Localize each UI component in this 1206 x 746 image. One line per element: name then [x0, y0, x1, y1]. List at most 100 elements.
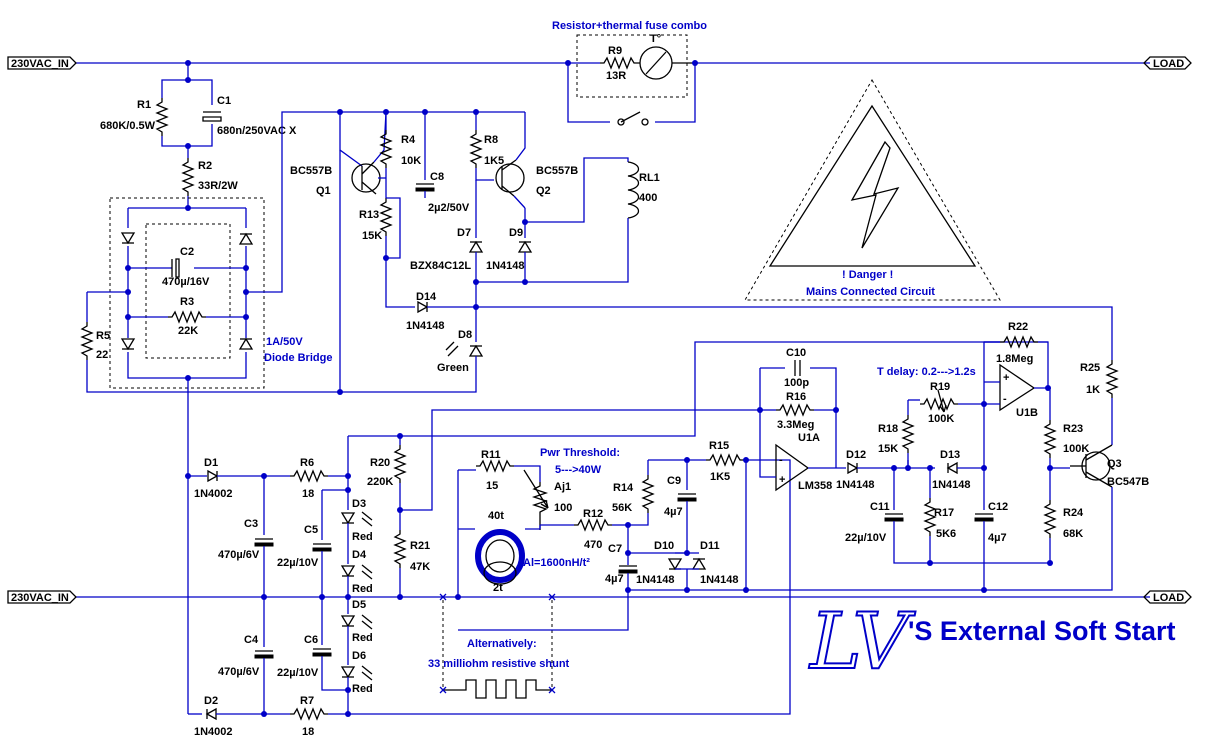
svg-text:R23: R23: [1063, 423, 1083, 435]
port-230vac-in-bottom: 230VAC_IN: [7, 590, 77, 604]
svg-text:Red: Red: [352, 531, 373, 543]
svg-text:T°: T°: [650, 33, 661, 45]
svg-text:680n/250VAC X: 680n/250VAC X: [217, 125, 297, 137]
svg-text:10K: 10K: [401, 155, 421, 167]
svg-text:C2: C2: [180, 246, 194, 258]
r20-r21-divider: R20 220K R21 47K: [348, 341, 1048, 597]
svg-text:R19: R19: [930, 381, 950, 393]
svg-text:13R: 13R: [606, 70, 626, 82]
svg-text:1.8Meg: 1.8Meg: [996, 353, 1033, 365]
svg-text:R9: R9: [608, 45, 622, 57]
svg-text:LOAD: LOAD: [1153, 58, 1184, 70]
svg-text:15K: 15K: [362, 230, 382, 242]
svg-text:D5: D5: [352, 599, 366, 611]
svg-text:470µ/16V: 470µ/16V: [162, 276, 210, 288]
svg-text:R1: R1: [137, 99, 151, 111]
svg-text:C6: C6: [304, 634, 318, 646]
svg-text:220K: 220K: [367, 476, 393, 488]
svg-text:D14: D14: [416, 291, 437, 303]
svg-text:100K: 100K: [928, 413, 954, 425]
svg-text:C11: C11: [870, 501, 890, 513]
opamp-u1b: + - U1B R22 1.8Meg R23 100K R24 68K: [983, 321, 1089, 563]
svg-text:1A/50V: 1A/50V: [266, 336, 303, 348]
svg-text:R16: R16: [786, 391, 806, 403]
svg-text:100p: 100p: [784, 377, 809, 389]
svg-text:C12: C12: [988, 501, 1008, 513]
svg-text:22K: 22K: [178, 325, 198, 337]
rc-dropper: R1 680K/0.5W C1 680n/250VAC X R2 33R/2W: [100, 63, 297, 208]
svg-text:LM358: LM358: [798, 480, 832, 492]
relay-contact: [617, 111, 649, 126]
svg-text:18: 18: [302, 488, 314, 500]
svg-text:U1B: U1B: [1016, 407, 1038, 419]
svg-text:C4: C4: [244, 634, 259, 646]
svg-text:C8: C8: [430, 171, 444, 183]
svg-text:400: 400: [639, 192, 657, 204]
svg-text:R6: R6: [300, 457, 314, 469]
svg-text:D1: D1: [204, 457, 218, 469]
svg-text:470µ/6V: 470µ/6V: [218, 549, 260, 561]
port-load-top: LOAD: [1143, 56, 1192, 70]
svg-text:R7: R7: [300, 695, 314, 707]
svg-text:230VAC_IN: 230VAC_IN: [11, 58, 69, 70]
title-block: LV 'S External Soft Start: [807, 596, 1175, 688]
d14-d8-led: D14 1N4148 D8 Green: [340, 258, 1113, 393]
svg-text:47K: 47K: [410, 561, 430, 573]
svg-text:R11: R11: [481, 449, 501, 461]
svg-text:4µ7: 4µ7: [605, 573, 624, 585]
svg-text:100: 100: [554, 502, 572, 514]
svg-text:2t: 2t: [493, 582, 503, 594]
resistor-fuse-note: Resistor+thermal fuse combo: [552, 20, 707, 32]
svg-text:1N4148: 1N4148: [486, 260, 525, 272]
resistor-fuse-combo-box: [576, 34, 688, 98]
svg-text:R5: R5: [96, 330, 110, 342]
resistor-r9: R9 13R: [599, 45, 639, 82]
svg-text:22: 22: [96, 349, 108, 361]
svg-text:Aj1: Aj1: [554, 481, 571, 493]
svg-text:R2: R2: [198, 160, 212, 172]
transistor-q2: R8 1K5 BC557B Q2: [470, 112, 578, 209]
thermal-fuse: T°: [638, 33, 695, 80]
svg-text:40t: 40t: [488, 510, 504, 522]
svg-text:D4: D4: [352, 549, 367, 561]
current-sense: R11 15 Aj1 100 R12 470 40t 2t Al=1600nH/…: [457, 447, 628, 597]
svg-text:R21: R21: [410, 540, 430, 552]
svg-text:Red: Red: [352, 583, 373, 595]
svg-text:100K: 100K: [1063, 443, 1089, 455]
svg-text:Q1: Q1: [316, 185, 331, 197]
svg-text:D13: D13: [940, 449, 960, 461]
svg-text:470µ/6V: 470µ/6V: [218, 666, 260, 678]
svg-text:2µ2/50V: 2µ2/50V: [428, 202, 470, 214]
svg-text:U1A: U1A: [798, 432, 820, 444]
svg-text:1N4148: 1N4148: [700, 574, 739, 586]
svg-text:D9: D9: [509, 227, 523, 239]
svg-text:R20: R20: [370, 457, 390, 469]
svg-text:5K6: 5K6: [936, 528, 956, 540]
svg-text:R3: R3: [180, 296, 194, 308]
alternative-shunt: Alternatively: 33 milliohm resistive shu…: [428, 593, 570, 699]
svg-text:BC557B: BC557B: [290, 165, 332, 177]
diode-bridge: C2 470µ/16V R3 22K R5 22 1A/50V Diode Br…: [81, 111, 340, 393]
svg-text:R13: R13: [359, 209, 379, 221]
svg-text:22µ/10V: 22µ/10V: [845, 532, 887, 544]
svg-text:R22: R22: [1008, 321, 1028, 333]
lv-logo: LV: [808, 597, 916, 687]
svg-text:-: -: [779, 454, 783, 466]
svg-text:22µ/10V: 22µ/10V: [277, 557, 319, 569]
svg-text:D7: D7: [457, 227, 471, 239]
svg-text:4µ7: 4µ7: [664, 506, 683, 518]
svg-text:1K: 1K: [1086, 384, 1100, 396]
svg-text:D11: D11: [700, 540, 720, 552]
transistor-q1: BC557B Q1: [290, 111, 387, 392]
svg-text:1N4002: 1N4002: [194, 726, 233, 738]
svg-text:470: 470: [584, 539, 602, 551]
svg-text:R14: R14: [613, 482, 634, 494]
junction-dots: [125, 60, 1053, 717]
svg-text:1N4148: 1N4148: [932, 479, 971, 491]
svg-text:56K: 56K: [612, 502, 632, 514]
svg-text:15K: 15K: [878, 443, 898, 455]
svg-text:1K5: 1K5: [484, 155, 504, 167]
svg-text:D6: D6: [352, 650, 366, 662]
svg-text:22µ/10V: 22µ/10V: [277, 667, 319, 679]
svg-text:1N4148: 1N4148: [636, 574, 675, 586]
